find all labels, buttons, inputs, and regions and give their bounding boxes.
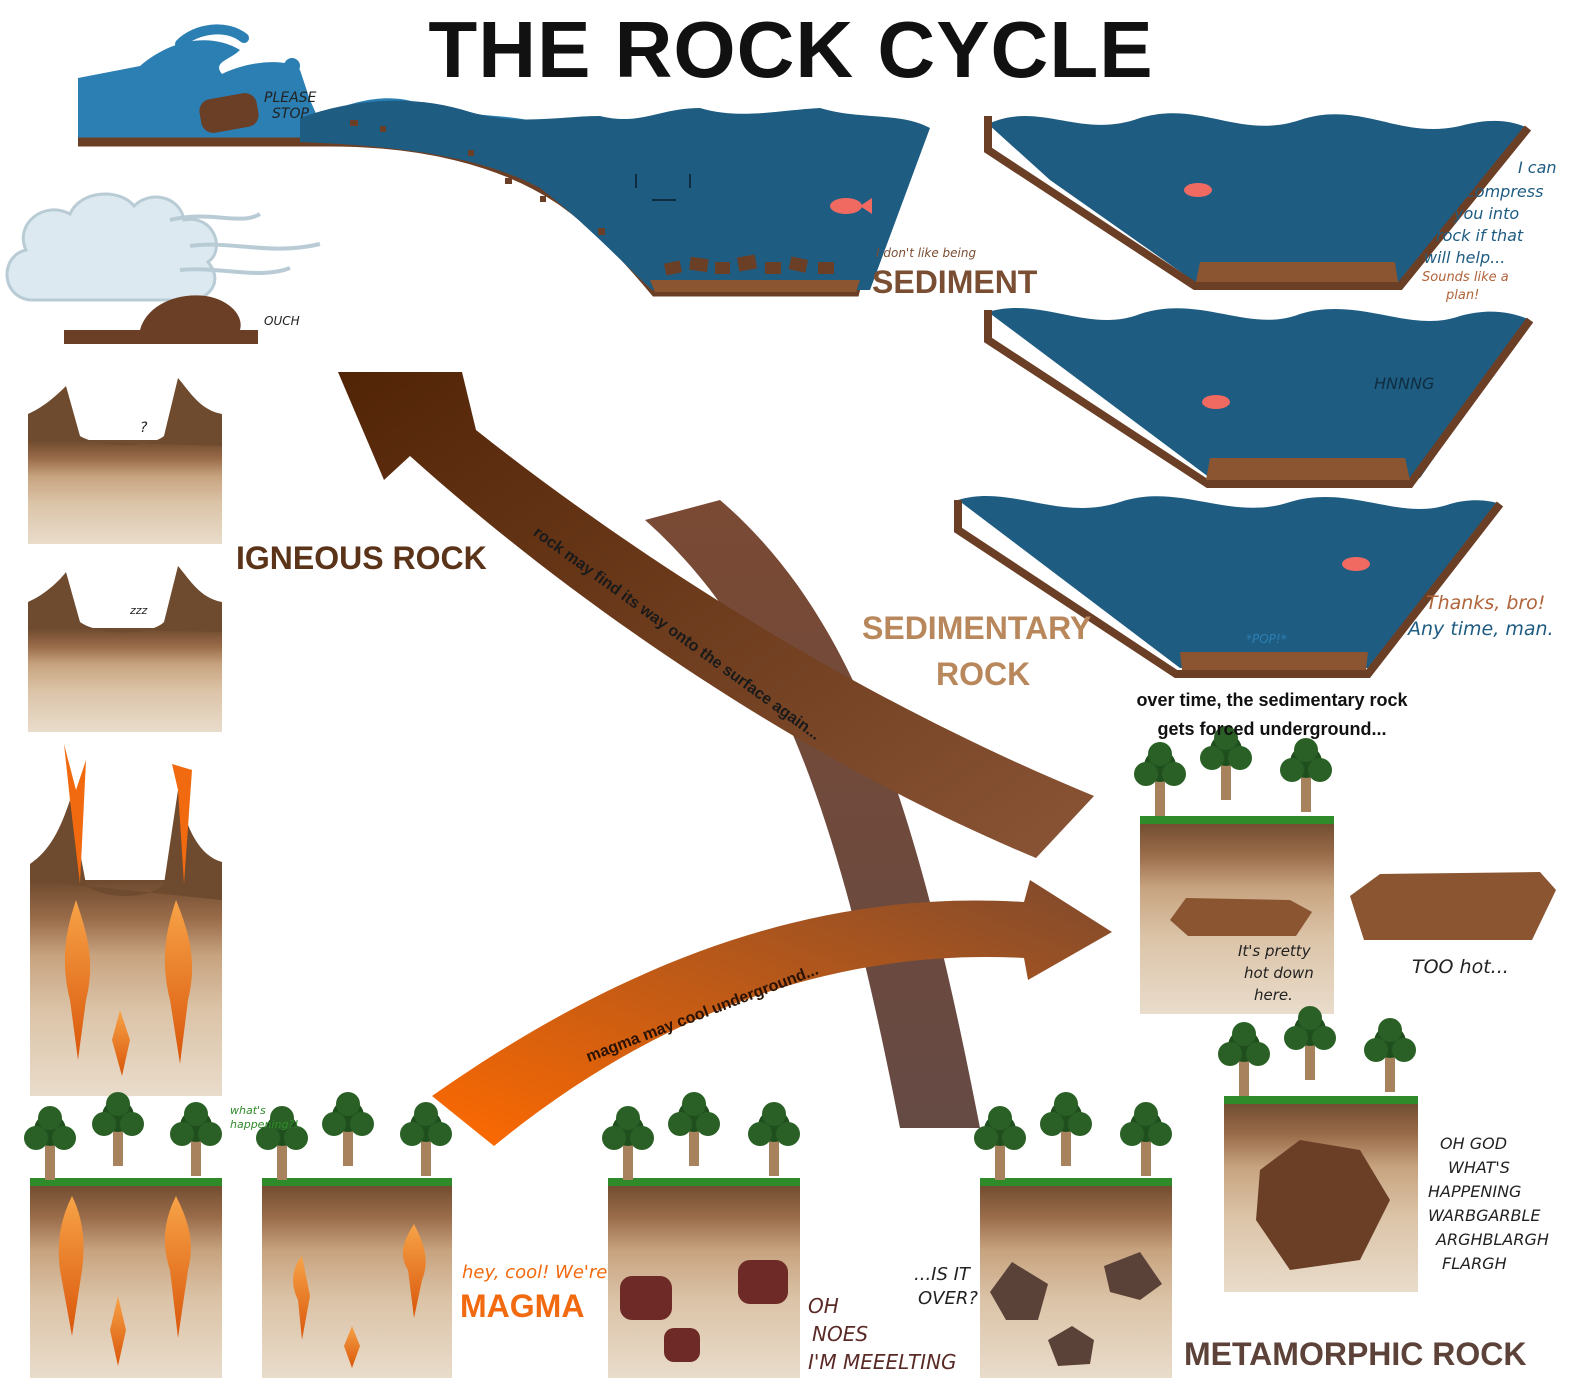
speech-oh: OH <box>808 1294 839 1318</box>
speech-stop: STOP <box>272 106 309 122</box>
speech-is-it: ...IS IT <box>914 1264 970 1285</box>
speech-pop: *POP!* <box>1246 632 1287 646</box>
compress-basin <box>984 113 1532 290</box>
speech-any-time: Any time, man. <box>1408 618 1554 640</box>
speech-oh-god-2: WHAT'S <box>1448 1158 1510 1177</box>
speech-over: OVER? <box>918 1288 978 1309</box>
speech-thanks: Thanks, bro! <box>1426 592 1546 614</box>
cloud-icon <box>5 192 321 303</box>
fish-icon <box>1202 395 1230 409</box>
fish-icon <box>1342 557 1370 571</box>
igneous-rock-label: IGNEOUS ROCK <box>236 540 487 576</box>
sediment-label: SEDIMENT <box>872 264 1038 300</box>
fish-icon <box>1184 183 1212 197</box>
sedimentary-label-line2: ROCK <box>936 656 1031 692</box>
underground-panel <box>1134 726 1334 1014</box>
speech-oh-god-6: FLARGH <box>1442 1254 1507 1273</box>
speech-ouch: OUCH <box>264 314 300 328</box>
hnnng-basin <box>984 307 1534 488</box>
speech-melting: I'M MEEELTING <box>808 1350 957 1374</box>
arrow-to-surface <box>338 372 1094 858</box>
arrow-forced-down <box>645 500 980 1128</box>
speech-please: PLEASE <box>264 90 317 106</box>
volcano-panel <box>30 744 222 1096</box>
underground-caption-line1: over time, the sedimentary rock <box>1136 690 1408 710</box>
speech-compress-2: compress <box>1466 182 1544 201</box>
underground-caption-line2: gets forced underground... <box>1157 719 1387 739</box>
speech-zzz: zzz <box>130 604 148 617</box>
igneous-panel-1 <box>28 378 222 544</box>
metamorph-panel <box>1218 1006 1418 1292</box>
speech-oh-god-3: HAPPENING <box>1428 1182 1522 1201</box>
speech-noes: NOES <box>812 1322 869 1346</box>
wave-erosion-scene <box>78 24 930 297</box>
speech-pretty-hot-1: It's pretty <box>1238 942 1311 960</box>
sedimentary-label-line1: SEDIMENTARY <box>862 610 1092 646</box>
speech-compress-1: I can <box>1518 158 1557 177</box>
arrow-magma-cools <box>432 880 1112 1146</box>
eroding-rock <box>140 295 241 330</box>
hot-rock-layer <box>1350 872 1556 940</box>
speech-pretty-hot-2: hot down <box>1244 964 1314 982</box>
pop-basin <box>954 495 1504 678</box>
speech-compress-3: you into <box>1454 204 1520 223</box>
ground-strip <box>64 330 258 344</box>
speech-plan-2: plan! <box>1446 288 1480 303</box>
speech-hnnng: HNNNG <box>1374 374 1435 393</box>
magma-panel-2 <box>256 1092 452 1378</box>
melting-panel <box>602 1092 800 1378</box>
speech-whats-2: happening?! <box>230 1118 299 1131</box>
magma-label: MAGMA <box>460 1288 585 1324</box>
speech-oh-god-1: OH GOD <box>1440 1134 1508 1153</box>
fish-icon <box>830 198 872 214</box>
speech-whats-1: what's <box>230 1104 266 1117</box>
speech-plan-1: Sounds like a <box>1422 270 1509 285</box>
speech-compress-4: rock if that <box>1436 226 1524 245</box>
page-title: THE ROCK CYCLE <box>428 5 1154 94</box>
speech-dont-like: I don't like being <box>876 246 977 260</box>
speech-too-hot: TOO hot... <box>1412 956 1509 978</box>
igneous-panel-2 <box>28 566 222 732</box>
over-panel <box>974 1092 1172 1378</box>
speech-oh-god-5: ARGHBLARGH <box>1436 1230 1549 1249</box>
speech-oh-god-4: WARBGARBLE <box>1428 1206 1541 1225</box>
magma-panel-1 <box>24 1092 222 1378</box>
speech-hey-cool: hey, cool! We're <box>462 1262 608 1283</box>
metamorphic-rock-label: METAMORPHIC ROCK <box>1184 1336 1527 1372</box>
speech-compress-5: will help... <box>1424 248 1506 267</box>
speech-pretty-hot-3: here. <box>1254 986 1293 1004</box>
speech-question: ? <box>140 420 148 436</box>
